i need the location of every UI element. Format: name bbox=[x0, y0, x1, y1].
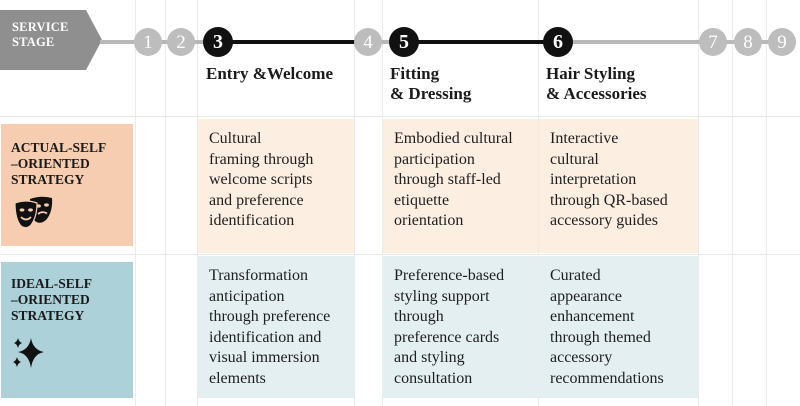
timeline-track bbox=[365, 40, 405, 44]
actual-entry-cell: Cultural framing through welcome scripts… bbox=[198, 119, 354, 253]
ideal-self-strategy-box: IDEAL-SELF –ORIENTED STRATEGY bbox=[1, 262, 133, 398]
stage-step-8: 8 bbox=[734, 28, 762, 56]
timeline-track-active bbox=[405, 40, 561, 44]
service-stage-label: SERVICE STAGE bbox=[12, 20, 69, 49]
stage-step-4: 4 bbox=[354, 28, 382, 56]
timeline-track bbox=[561, 40, 791, 44]
grid-line bbox=[197, 0, 198, 406]
ideal-fitting-text: Preference-based styling support through… bbox=[394, 267, 505, 387]
grid-line bbox=[0, 116, 800, 117]
grid-line bbox=[0, 254, 800, 255]
grid-line bbox=[766, 0, 767, 406]
actual-fitting-cell: Embodied cultural participation through … bbox=[383, 119, 538, 253]
actual-entry-text: Cultural framing through welcome scripts… bbox=[209, 130, 314, 229]
stage-step-9: 9 bbox=[768, 28, 796, 56]
grid-line bbox=[698, 0, 699, 406]
ideal-hair-cell: Curated appearance enhancement through t… bbox=[539, 256, 698, 398]
ideal-self-strategy-label: IDEAL-SELF –ORIENTED STRATEGY bbox=[11, 276, 93, 323]
ideal-hair-text: Curated appearance enhancement through t… bbox=[550, 267, 664, 387]
actual-fitting-text: Embodied cultural participation through … bbox=[394, 130, 513, 229]
grid-line bbox=[538, 0, 539, 406]
grid-line bbox=[135, 0, 136, 406]
timeline-track-active bbox=[218, 40, 368, 44]
grid-line bbox=[382, 0, 383, 406]
ideal-entry-text: Transformation anticipation through pref… bbox=[209, 267, 331, 387]
ideal-entry-cell: Transformation anticipation through pref… bbox=[198, 256, 354, 398]
grid-line bbox=[165, 0, 166, 406]
actual-hair-cell: Interactive cultural interpretation thro… bbox=[539, 119, 698, 253]
stage-label-entry-welcome: Entry &Welcome bbox=[206, 64, 333, 83]
actual-hair-text: Interactive cultural interpretation thro… bbox=[550, 130, 668, 229]
sparkles-icon bbox=[11, 336, 47, 370]
grid-line bbox=[354, 0, 355, 406]
stage-label-hair-styling: Hair Styling & Accessories bbox=[546, 64, 647, 103]
actual-self-strategy-label: ACTUAL-SELF –ORIENTED STRATEGY bbox=[11, 140, 107, 187]
ideal-fitting-cell: Preference-based styling support through… bbox=[383, 256, 538, 398]
stage-step-3: 3 bbox=[203, 27, 233, 57]
theater-masks-icon bbox=[13, 195, 55, 231]
grid-line bbox=[732, 0, 733, 406]
actual-self-strategy-box: ACTUAL-SELF –ORIENTED STRATEGY bbox=[1, 124, 133, 246]
stage-step-5: 5 bbox=[389, 27, 419, 57]
service-stage-tag bbox=[0, 10, 102, 70]
stage-step-1: 1 bbox=[134, 28, 162, 56]
stage-label-fitting-dressing: Fitting & Dressing bbox=[390, 64, 472, 103]
stage-step-2: 2 bbox=[167, 28, 195, 56]
stage-step-6: 6 bbox=[543, 27, 573, 57]
stage-step-7: 7 bbox=[699, 28, 727, 56]
